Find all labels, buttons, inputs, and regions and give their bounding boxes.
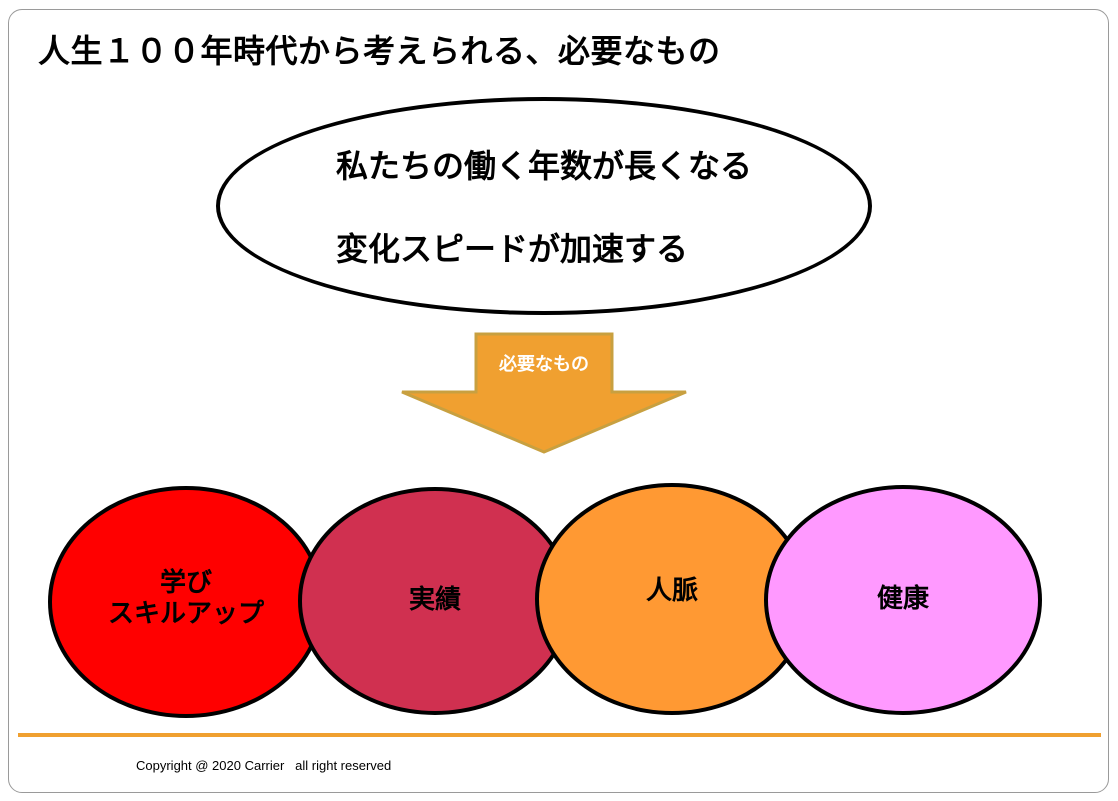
item-circle-learning: 学び スキルアップ	[48, 486, 324, 718]
copyright-text: Copyright @ 2020 Carrier all right reser…	[136, 758, 392, 773]
down-arrow-shape	[401, 332, 687, 454]
item-label-network: 人脈	[645, 576, 698, 607]
ellipse-line-change-speed: 変化スピードが加速する	[336, 230, 689, 268]
arrow-label: 必要なもの	[499, 354, 589, 375]
item-circle-achievements: 実績	[298, 487, 572, 715]
footer-divider	[18, 733, 1101, 737]
ellipse-line-work-years: 私たちの働く年数が長くなる	[336, 147, 753, 185]
item-label-learning: 学び スキルアップ	[107, 567, 264, 629]
down-arrow-icon	[401, 332, 687, 454]
item-circle-health: 健康	[764, 485, 1042, 715]
item-label-achievements: 実績	[408, 585, 461, 616]
item-label-health: 健康	[876, 584, 929, 615]
item-circle-network: 人脈	[535, 483, 809, 715]
page-title: 人生１００年時代から考えられる、必要なもの	[38, 32, 721, 70]
context-ellipse	[216, 97, 872, 315]
